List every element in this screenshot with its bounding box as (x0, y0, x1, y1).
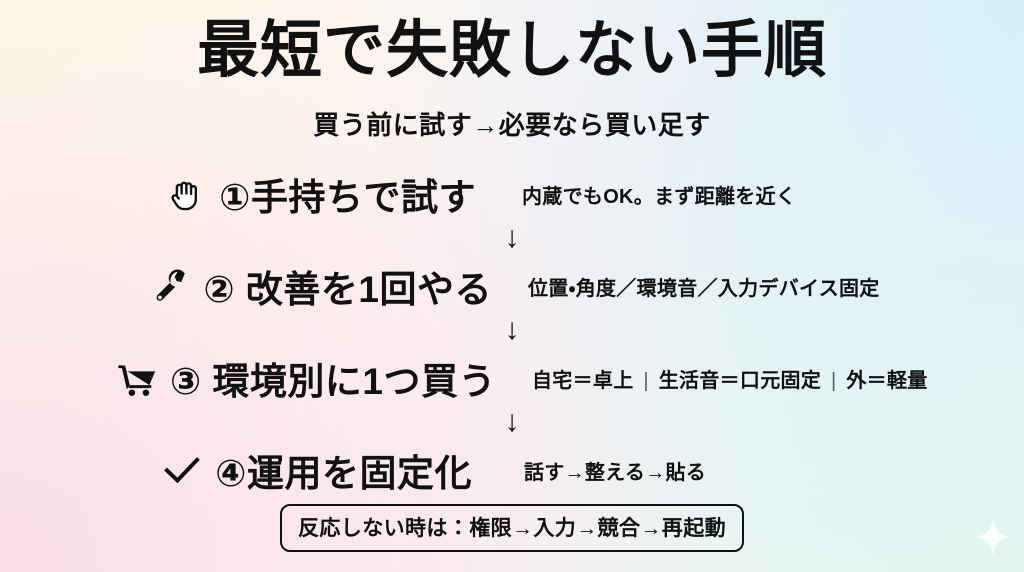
wrench-icon (147, 263, 193, 309)
step-label: ④運用を固定化 (215, 453, 472, 494)
step-list: ①手持ちで試す 内蔵でもOK。まず距離を近く ↓ ② 改善を1回やる 位置・角度… (0, 163, 1024, 501)
step-note-part: 自宅＝卓上 (532, 369, 634, 392)
page-subtitle: 買う前に試す→必要なら買い足す (313, 110, 711, 140)
step-row: ② 改善を1回やる 位置・角度／環境音／入力デバイス固定 (0, 255, 1024, 317)
arrow-down-icon: ↓ (504, 313, 520, 346)
step-note-part: 生活音＝口元固定 (658, 369, 822, 392)
step-note: 位置・角度／環境音／入力デバイス固定 (528, 277, 880, 300)
step-row: ①手持ちで試す 内蔵でもOK。まず距離を近く (0, 163, 1024, 225)
step-heading: ①手持ちで試す (0, 167, 500, 221)
step-connector: ↓ (0, 221, 1024, 255)
step-connector: ↓ (0, 405, 1024, 439)
note-separator: | (830, 369, 837, 392)
shopping-cart-icon (114, 355, 160, 401)
step-heading: ③ 環境別に1つ買う (0, 351, 500, 405)
step-label: ①手持ちで試す (219, 177, 476, 218)
step-note-part: 外＝軽量 (846, 369, 928, 392)
step-label: ③ 環境別に1つ買う (169, 361, 496, 402)
page-title: 最短で失敗しない手順 (196, 16, 827, 85)
step-row: ③ 環境別に1つ買う 自宅＝卓上 | 生活音＝口元固定 | 外＝軽量 (0, 347, 1024, 409)
raised-hand-icon (163, 171, 209, 217)
step-heading: ② 改善を1回やる (0, 259, 500, 313)
step-label: ② 改善を1回やる (203, 269, 492, 310)
footer: 反応しない時は：権限→入力→競合→再起動 (0, 504, 1024, 552)
arrow-down-icon: ↓ (504, 221, 520, 254)
troubleshoot-note: 反応しない時は：権限→入力→競合→再起動 (280, 504, 744, 552)
check-mark-icon (159, 447, 205, 493)
step-note: 内蔵でもOK。まず距離を近く (522, 185, 797, 208)
step-note: 話す→整える→貼る (524, 461, 707, 484)
step-connector: ↓ (0, 313, 1024, 347)
step-note: 自宅＝卓上 | 生活音＝口元固定 | 外＝軽量 (532, 364, 928, 393)
note-separator: | (643, 369, 649, 392)
step-row: ④運用を固定化 話す→整える→貼る (0, 439, 1024, 501)
step-heading: ④運用を固定化 (0, 443, 500, 497)
arrow-down-icon: ↓ (504, 405, 520, 438)
